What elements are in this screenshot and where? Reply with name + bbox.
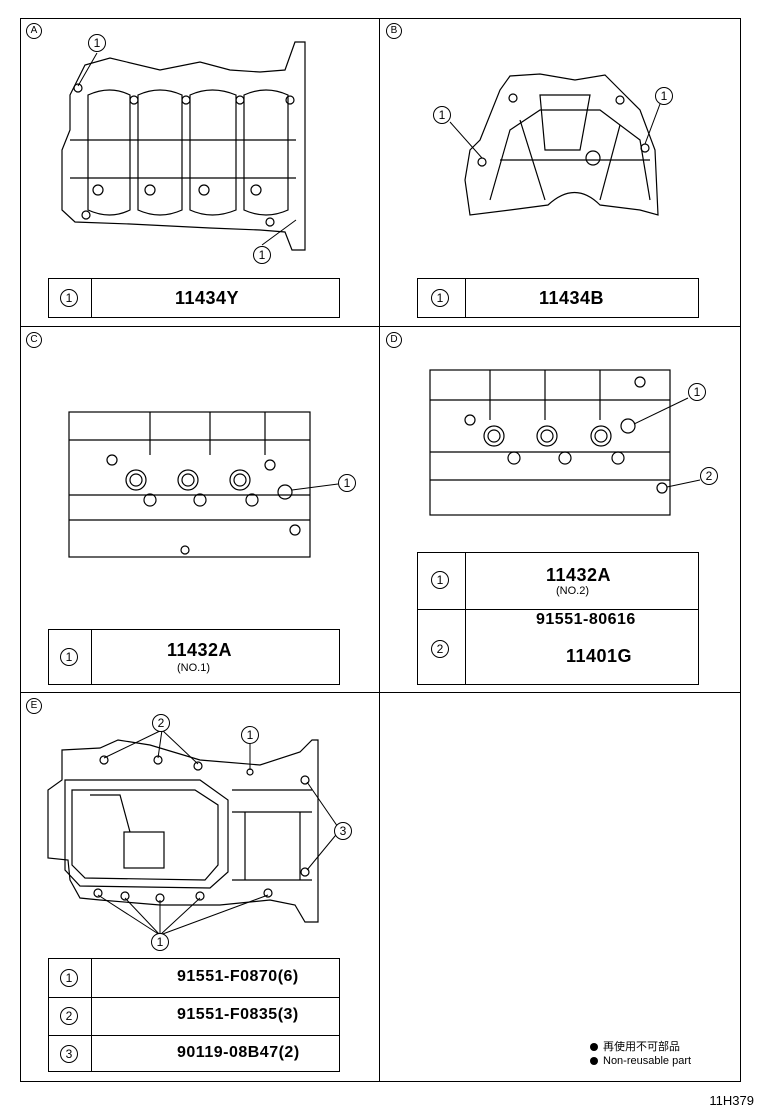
callout-e-1-top: 1 xyxy=(241,726,259,744)
parts-index-d-1: 1 xyxy=(431,571,449,589)
part-number-91551-f0835: 91551-F0835(3) xyxy=(177,1006,299,1023)
part-number-11401g: 11401G xyxy=(566,646,633,666)
parts-table-c: 1 11432A (NO.1) xyxy=(48,629,340,685)
callout-b-1-left: 1 xyxy=(433,106,451,124)
parts-index-e-3: 3 xyxy=(60,1045,78,1063)
part-number-11434y: 11434Y xyxy=(175,288,240,308)
callout-a-1-top: 1 xyxy=(88,34,106,52)
parts-index-d-2: 2 xyxy=(431,640,449,658)
part-number-11432a-no1: 11432A xyxy=(167,640,233,660)
callout-e-2: 2 xyxy=(152,714,170,732)
callout-a-1-bottom: 1 xyxy=(253,246,271,264)
callout-b-1-right: 1 xyxy=(655,87,673,105)
part-number-11432a-no2: 11432A xyxy=(546,565,612,585)
part-number-91551-f0870: 91551-F0870(6) xyxy=(177,968,299,985)
parts-table-d: 1 11432A (NO.2) 2 91551-80616 11401G xyxy=(417,552,699,685)
parts-index-e-2: 2 xyxy=(60,1007,78,1025)
part-note-no2: (NO.2) xyxy=(556,585,589,597)
figure-code: 11H379 xyxy=(709,1093,754,1108)
panel-label-a: A xyxy=(26,23,42,39)
panel-label-b: B xyxy=(386,23,402,39)
callout-e-3: 3 xyxy=(334,822,352,840)
legend-line-english: Non-reusable part xyxy=(590,1055,691,1067)
parts-table-a: 1 11434Y xyxy=(48,278,340,318)
parts-table-e: 1 91551-F0870(6) 2 91551-F0835(3) 3 9011… xyxy=(48,958,340,1072)
panel-label-d: D xyxy=(386,332,402,348)
panel-empty xyxy=(379,692,741,1082)
non-reusable-dot-icon xyxy=(590,1057,598,1066)
callout-c-1: 1 xyxy=(338,474,356,492)
parts-index-e-1: 1 xyxy=(60,969,78,987)
parts-index-b-1: 1 xyxy=(431,289,449,307)
callout-e-1-bottom: 1 xyxy=(151,933,169,951)
part-number-91551-80616: 91551-80616 xyxy=(536,611,636,628)
panel-label-c: C xyxy=(26,332,42,348)
non-reusable-dot-icon xyxy=(590,1043,598,1052)
legend-line-japanese: 再使用不可部品 xyxy=(590,1038,680,1054)
part-number-90119-08b47: 90119-08B47(2) xyxy=(177,1044,300,1061)
panel-label-e: E xyxy=(26,698,42,714)
parts-table-b: 1 11434B xyxy=(417,278,699,318)
parts-index-c-1: 1 xyxy=(60,648,78,666)
parts-index-a-1: 1 xyxy=(60,289,78,307)
part-number-11434b: 11434B xyxy=(539,288,605,308)
callout-d-2: 2 xyxy=(700,467,718,485)
part-note-no1: (NO.1) xyxy=(177,662,210,674)
callout-d-1: 1 xyxy=(688,383,706,401)
